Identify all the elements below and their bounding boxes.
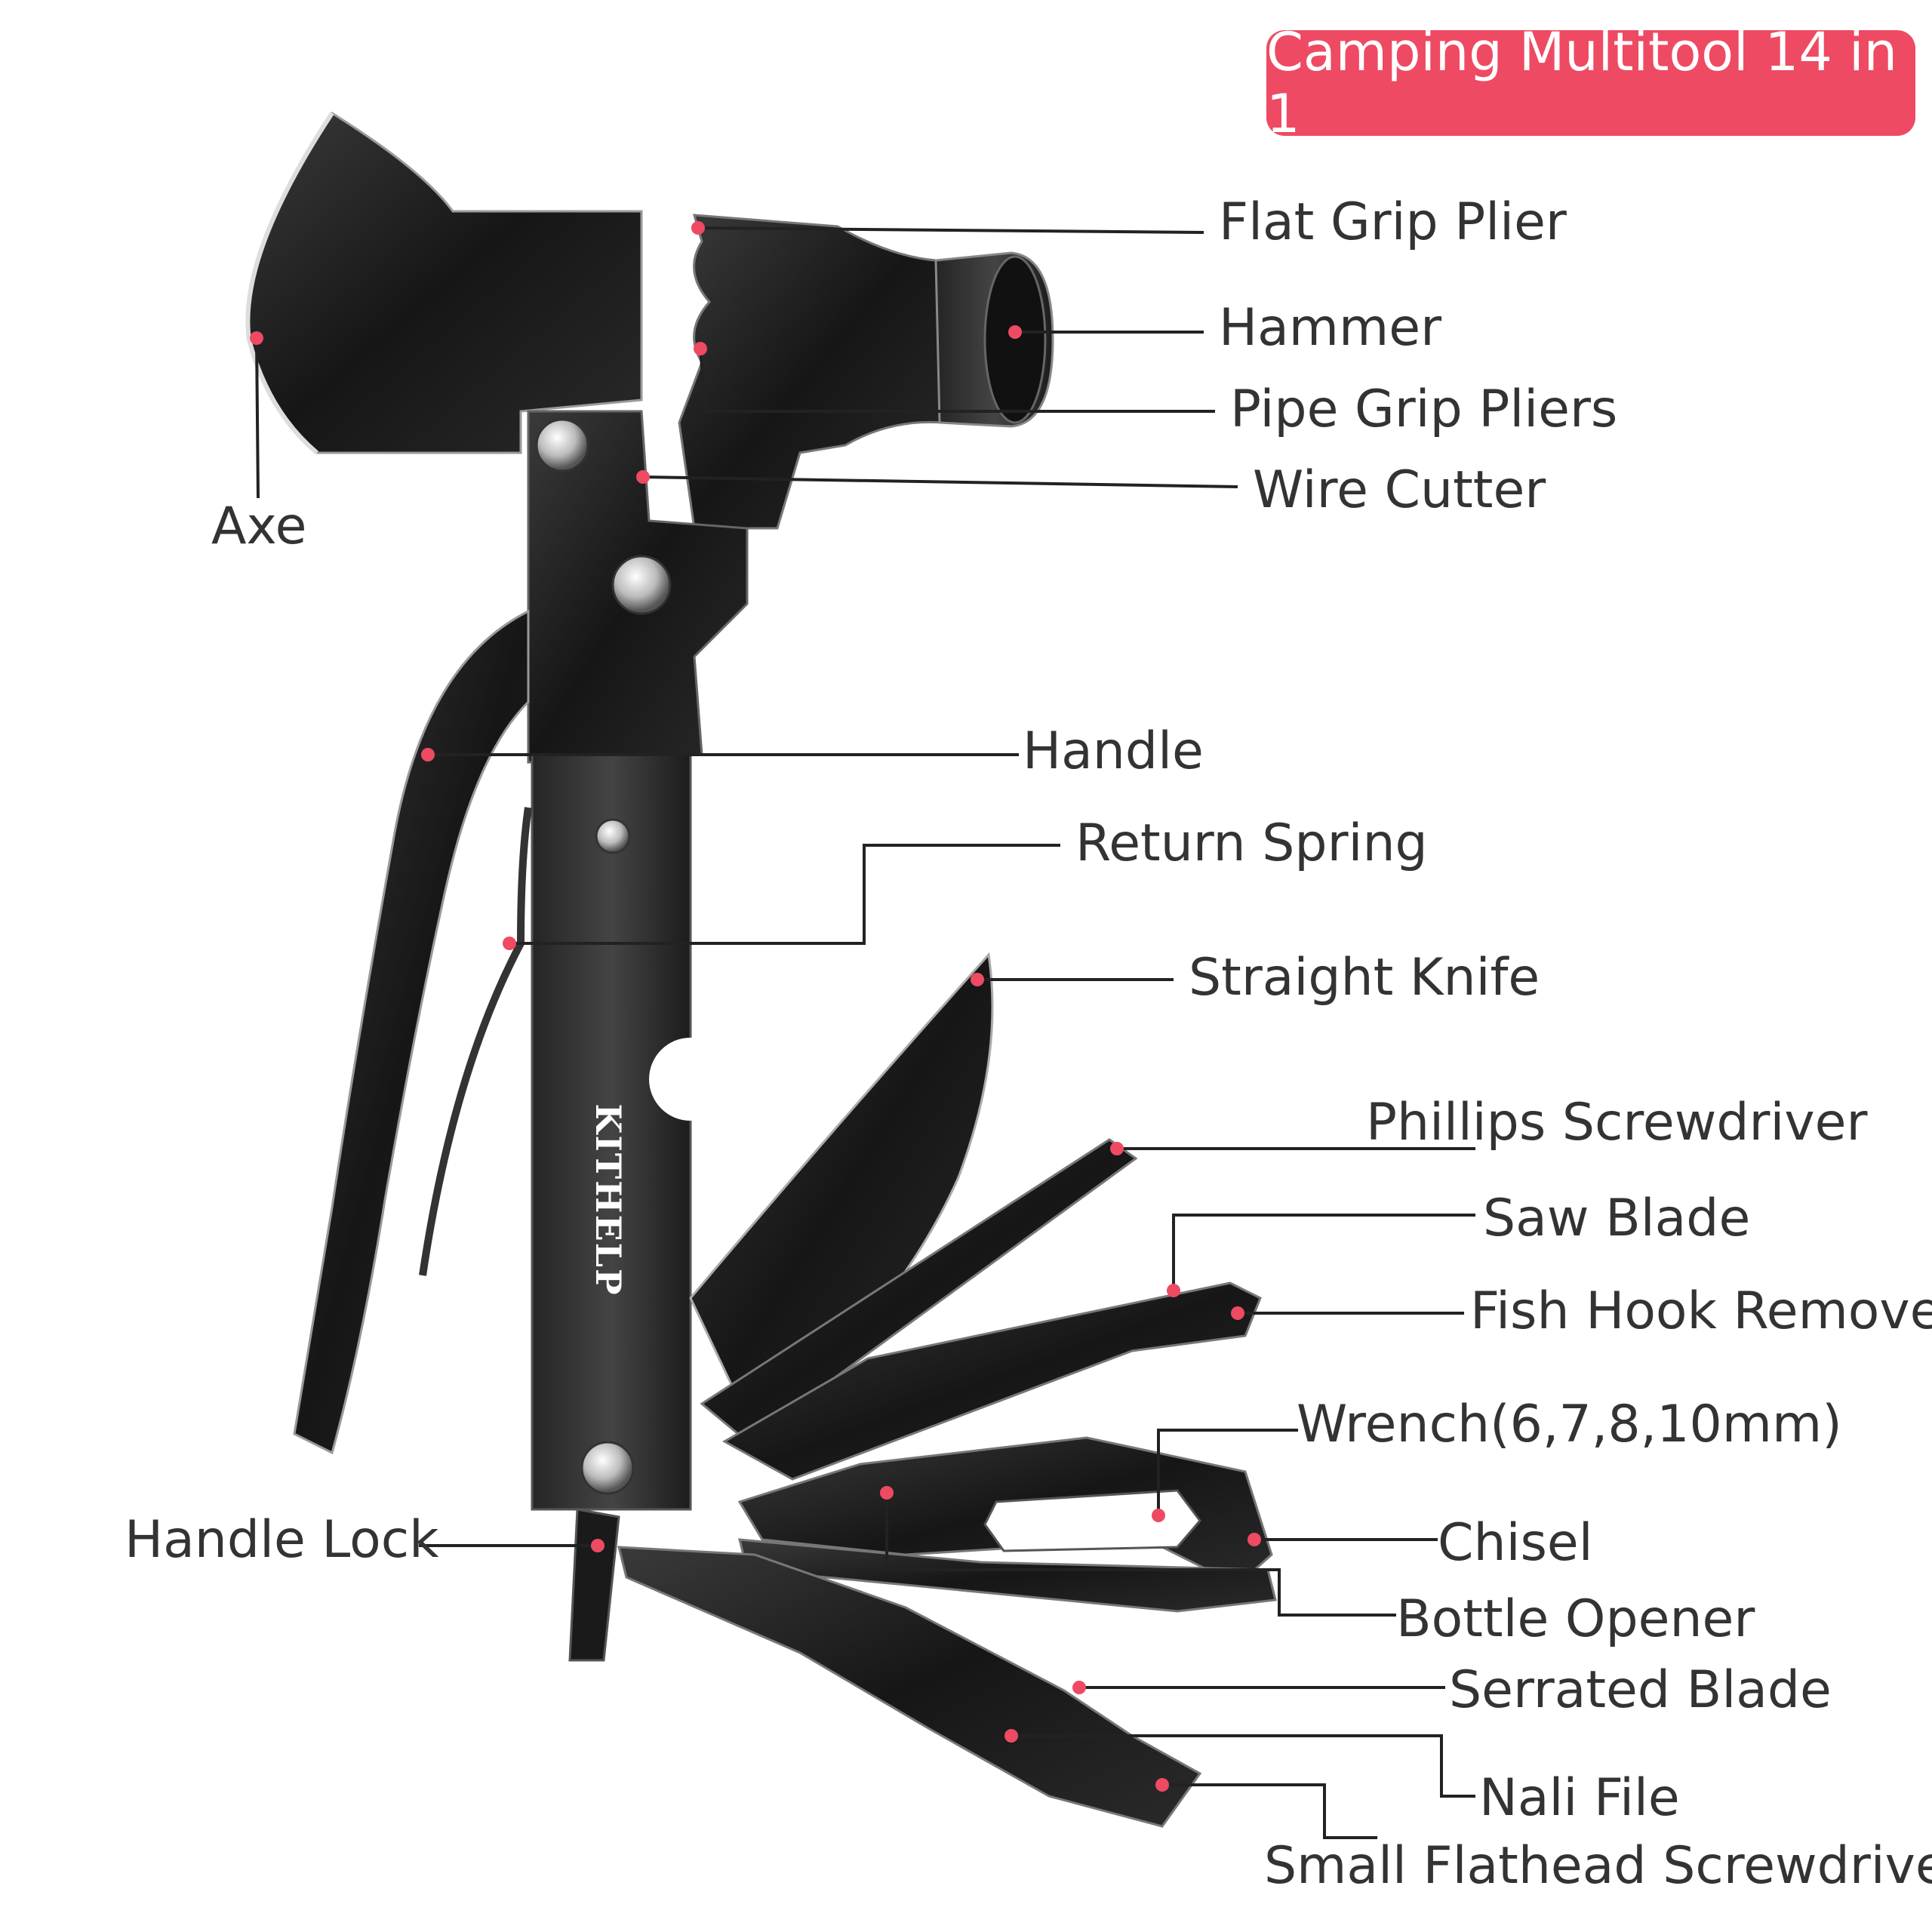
dot-handle [421, 748, 435, 761]
axe-edge [245, 112, 334, 455]
leader-axe [255, 337, 260, 499]
dot-saw-blade [1167, 1284, 1180, 1297]
dot-flat-grip-plier [691, 221, 705, 235]
label-wire-cutter: Wire Cutter [1253, 460, 1546, 520]
saw-blade-shape [721, 1281, 1262, 1481]
dot-small-flathead-screwdriver [1155, 1778, 1169, 1792]
hammer-face-end [983, 255, 1047, 424]
leader-flat-grip-plier [697, 226, 1204, 234]
label-nail-file: Nali File [1479, 1768, 1680, 1828]
dot-axe [250, 331, 263, 345]
labels: Flat Grip Plier Hammer Pipe Grip Pliers … [125, 192, 1932, 1896]
dot-nail-file [1004, 1729, 1018, 1743]
return-spring [419, 807, 532, 1276]
label-fish-hook-remover: Fish Hook Remover [1470, 1281, 1932, 1341]
handle-body [531, 753, 692, 1511]
dot-wire-cutter [636, 470, 650, 484]
wrench-slot [983, 1489, 1201, 1552]
dot-pipe-grip-pliers [694, 342, 707, 355]
leader-wrench [1157, 1429, 1298, 1515]
hammer-head [678, 214, 945, 530]
leader-small-flathead-screwdriver [1162, 1783, 1377, 1839]
dot-bottle-opener [880, 1486, 894, 1500]
label-bottle-opener: Bottle Opener [1396, 1589, 1755, 1649]
axe-head [246, 111, 643, 454]
dot-phillips-screwdriver [1110, 1142, 1124, 1155]
rivet [595, 818, 631, 854]
phillips-screwdriver-shaft [700, 1138, 1138, 1443]
serrated-nail-file-shape [617, 1546, 1202, 1828]
leader-bottle-opener [885, 1493, 1396, 1617]
leader-nail-file [1011, 1734, 1475, 1798]
label-handle: Handle [1023, 721, 1204, 781]
label-chisel: Chisel [1438, 1513, 1593, 1573]
dot-hammer [1008, 325, 1022, 339]
callout-dots [250, 221, 1261, 1792]
leader-return-spring [509, 844, 1060, 945]
tool-illustration: KITHELP [245, 111, 1277, 1828]
dot-chisel [1247, 1533, 1261, 1546]
leader-wire-cutter [642, 475, 1238, 488]
label-straight-knife: Straight Knife [1189, 948, 1540, 1008]
label-hammer: Hammer [1219, 298, 1441, 358]
label-handle-lock: Handle Lock [125, 1510, 439, 1570]
brand-logo: KITHELP [588, 1103, 629, 1296]
label-wrench: Wrench(6,7,8,10mm) [1297, 1395, 1842, 1454]
handle-notch [649, 1038, 732, 1121]
dot-handle-lock [591, 1539, 605, 1552]
label-axe: Axe [211, 497, 307, 556]
dot-return-spring [503, 937, 516, 950]
label-return-spring: Return Spring [1075, 814, 1428, 873]
dot-straight-knife [971, 973, 984, 986]
label-flat-grip-plier: Flat Grip Plier [1219, 192, 1567, 252]
dot-wrench [1152, 1509, 1165, 1522]
title-badge: Camping Multitool 14 in 1 [1266, 21, 1915, 145]
label-small-flathead-screwdriver: Small Flathead Screwdriver [1264, 1836, 1932, 1896]
leader-saw-blade [1172, 1214, 1475, 1291]
rivet [535, 418, 589, 472]
handle-lock-rivet [580, 1441, 635, 1495]
rivet [611, 555, 672, 615]
leader-lines [255, 226, 1475, 1839]
label-phillips-screwdriver: Phillips Screwdriver [1366, 1093, 1867, 1152]
label-saw-blade: Saw Blade [1483, 1189, 1750, 1248]
label-serrated-blade: Serrated Blade [1449, 1660, 1832, 1720]
handle-lever [293, 609, 530, 1455]
leader-pipe-grip-pliers [699, 348, 1215, 413]
dot-fish-hook-remover [1231, 1306, 1244, 1320]
label-pipe-grip-pliers: Pipe Grip Pliers [1230, 380, 1617, 439]
handle-lock-lever [568, 1508, 620, 1662]
dot-serrated-blade [1072, 1681, 1086, 1694]
